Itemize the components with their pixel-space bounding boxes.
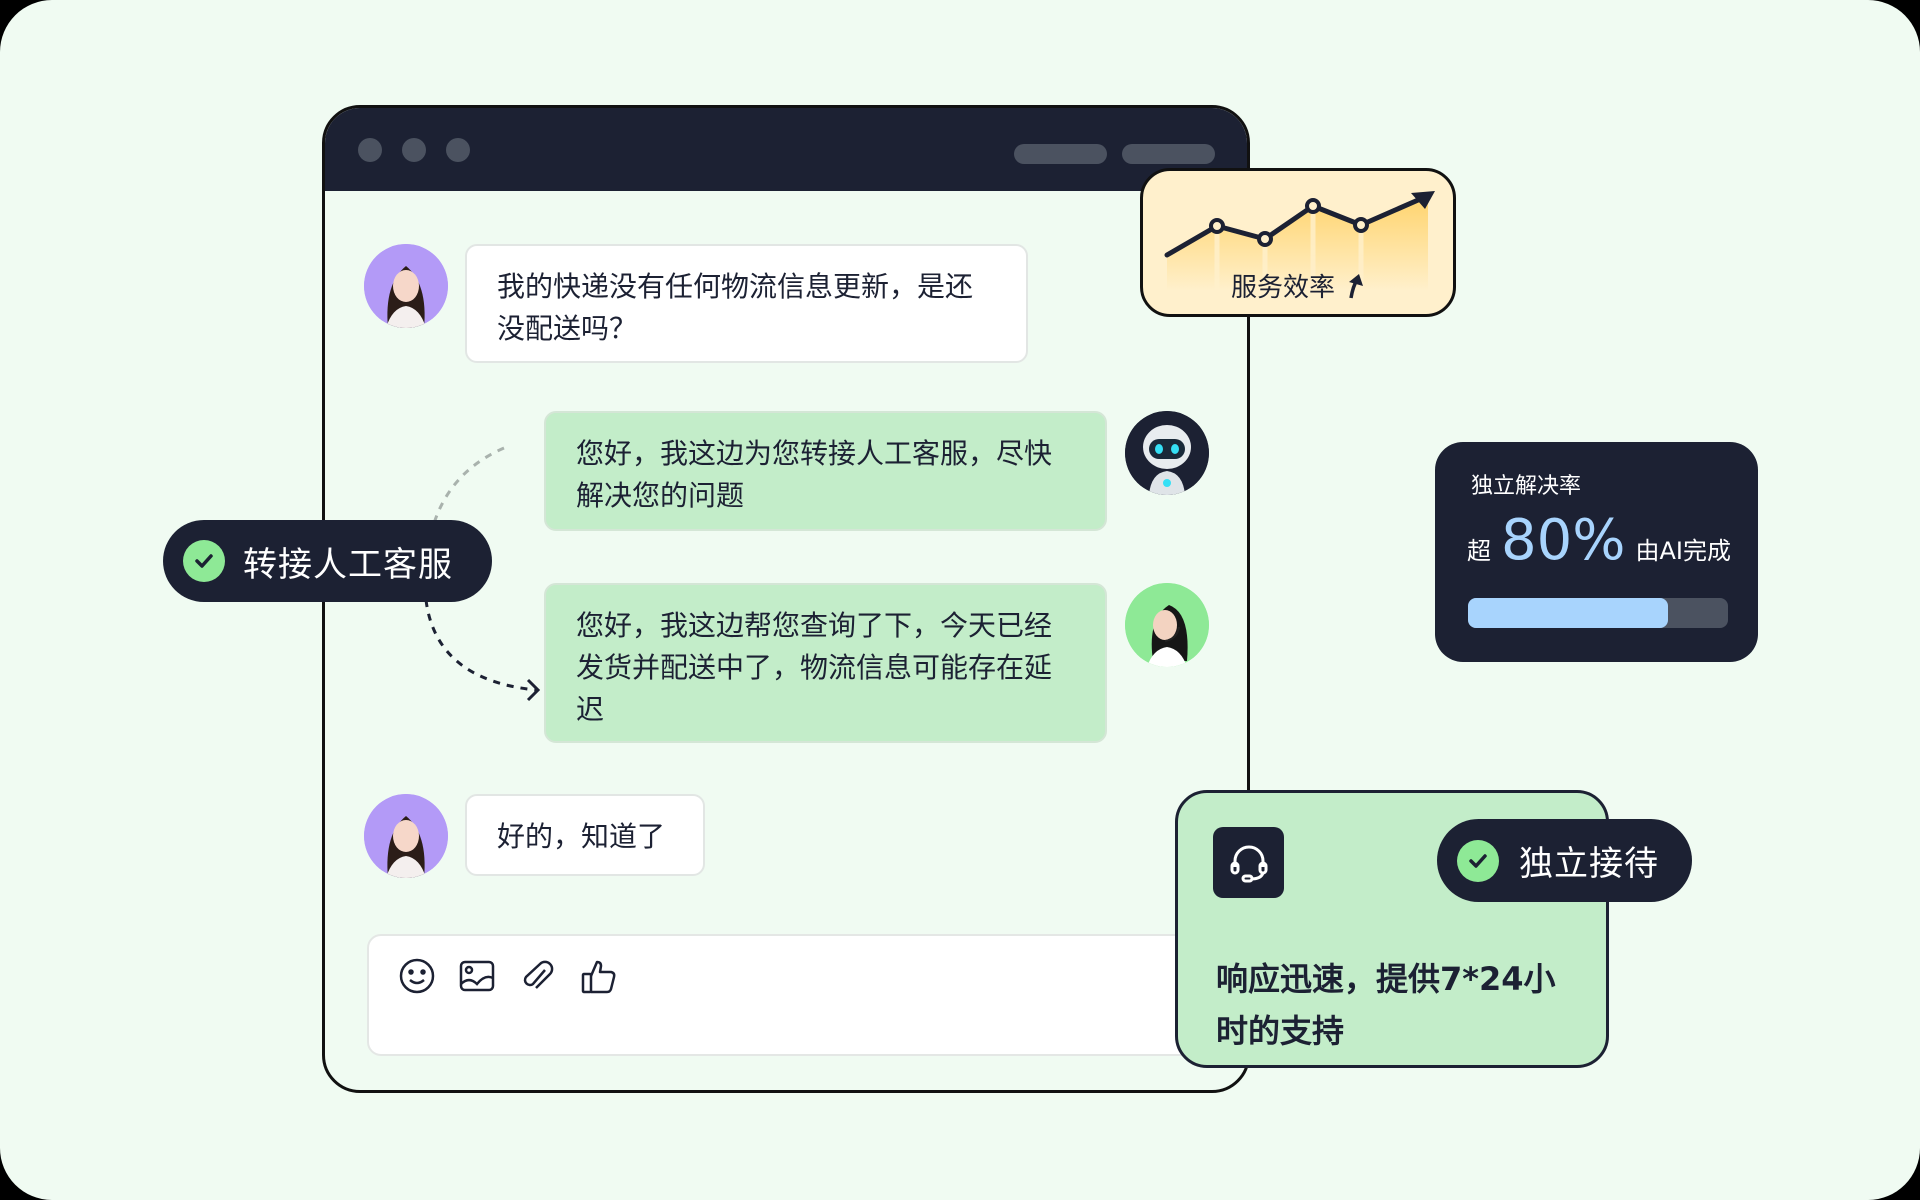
header-bar-placeholder <box>1014 144 1107 164</box>
transfer-arrow-icon <box>424 446 541 702</box>
transfer-badge-label: 转接人工客服 <box>243 544 453 585</box>
resolution-suffix: 由AI完成 <box>1635 537 1731 565</box>
support-text: 响应迅速，提供7*24小 时的支持 <box>1216 953 1556 1057</box>
message-bubble: 我的快递没有任何物流信息更新，是还没配送吗？ <box>465 244 1028 363</box>
resolution-rate-card: 独立解决率 超 80% 由AI完成 <box>1435 442 1758 662</box>
progress-track <box>1468 598 1728 628</box>
support-text-line: 响应迅速，提供7*24小 <box>1216 960 1556 998</box>
check-icon <box>1457 839 1499 882</box>
arrow-up-icon <box>1349 273 1364 298</box>
support-text-line: 时的支持 <box>1216 1012 1345 1050</box>
window-dot-icon[interactable] <box>358 138 382 162</box>
trend-chart <box>1164 191 1435 291</box>
efficiency-label-row: 服务效率 <box>1231 267 1367 304</box>
progress-fill <box>1468 598 1668 628</box>
customer-avatar <box>364 794 448 878</box>
customer-avatar <box>364 244 448 328</box>
window-header <box>325 108 1247 191</box>
efficiency-label: 服务效率 <box>1231 273 1336 303</box>
resolution-value-row: 超 80% 由AI完成 <box>1467 508 1731 573</box>
attachment-icon[interactable] <box>517 956 557 996</box>
support-card: 响应迅速，提供7*24小 时的支持 <box>1175 790 1609 1068</box>
check-icon <box>183 540 225 582</box>
thumbs-up-icon[interactable] <box>579 956 619 996</box>
window-dot-icon[interactable] <box>402 138 426 162</box>
message-input[interactable] <box>367 934 1227 1056</box>
resolution-value: 80% <box>1501 508 1626 573</box>
efficiency-card: 服务效率 <box>1140 168 1456 317</box>
message-bubble: 好的，知道了 <box>465 794 705 876</box>
resolution-prefix: 超 <box>1467 537 1491 565</box>
transfer-badge: 转接人工客服 <box>163 520 492 602</box>
headset-icon <box>1213 827 1284 898</box>
window-dot-icon[interactable] <box>446 138 470 162</box>
header-bar-placeholder <box>1122 144 1215 164</box>
message-bubble: 您好，我这边为您转接人工客服，尽快解决您的问题 <box>544 411 1107 531</box>
robot-avatar <box>1125 411 1209 495</box>
agent-avatar <box>1125 583 1209 667</box>
message-bubble: 您好，我这边帮您查询了下，今天已经发货并配送中了，物流信息可能存在延迟 <box>544 583 1107 743</box>
emoji-icon[interactable] <box>397 956 437 996</box>
resolution-title: 独立解决率 <box>1471 474 1582 499</box>
independent-badge: 独立接待 <box>1437 819 1692 902</box>
image-icon[interactable] <box>457 956 497 996</box>
independent-badge-label: 独立接待 <box>1519 844 1659 884</box>
chat-window: 我的快递没有任何物流信息更新，是还没配送吗？ 您好，我这边为您转接人工客服，尽快… <box>322 105 1250 1093</box>
